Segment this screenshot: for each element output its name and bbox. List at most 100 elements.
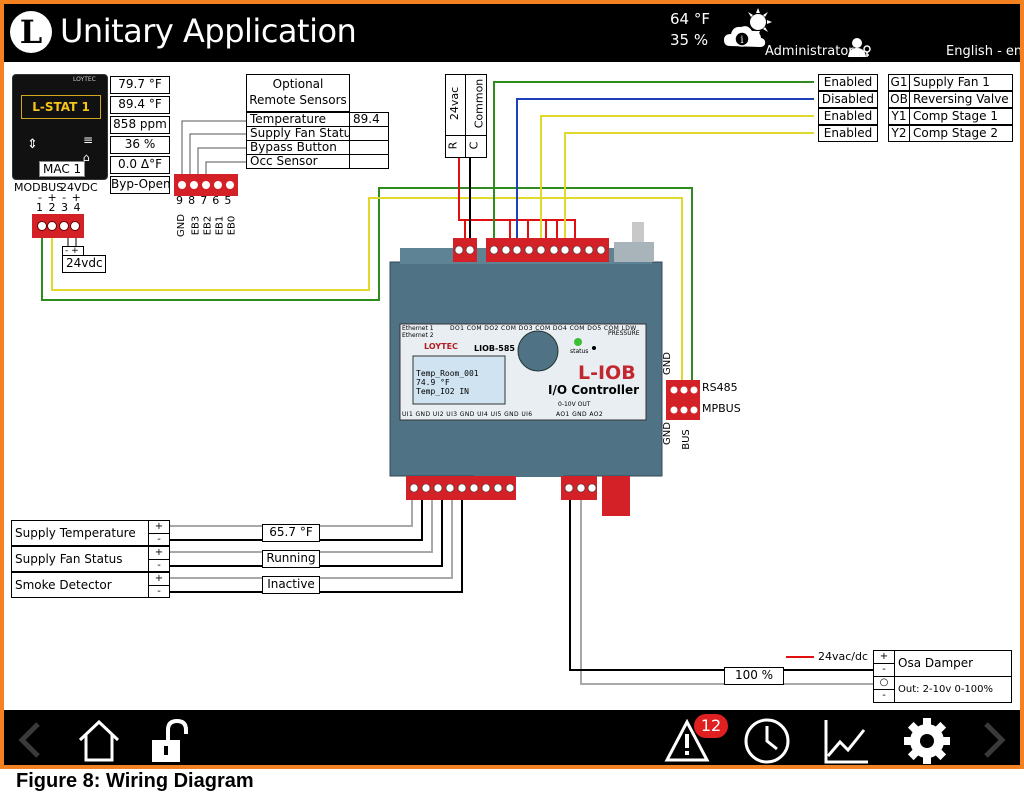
output-name: Supply Fan 1 — [909, 74, 1013, 91]
user-name[interactable]: Administrator — [765, 44, 854, 59]
sensor-value — [349, 154, 389, 169]
input-value: 65.7 °F — [262, 524, 320, 542]
controller-name: L-IOB — [578, 362, 636, 384]
app-frame: L Unitary Application 64 °F 35 % i Admin… — [0, 0, 1024, 769]
alarm-count-badge[interactable]: 12 — [694, 714, 728, 738]
bus-terminal-block — [666, 380, 700, 420]
wire-yellow-thermostat — [51, 197, 683, 382]
thermostat-value: Byp-Open — [110, 176, 171, 194]
controller-eth2: Ethernet 2 — [402, 332, 434, 339]
damper-circle: ○ — [873, 676, 895, 690]
controller-top-terms: DO1 COM DO2 COM DO3 COM DO4 COM DO5 COM … — [450, 325, 637, 332]
sensor-term-label: EB3 — [190, 215, 202, 236]
controller-model: LIOB-585 — [474, 344, 515, 353]
chevron-right-icon[interactable] — [980, 720, 1010, 760]
home-icon: ⌂ — [83, 151, 90, 164]
thermostat-device[interactable]: LOYTEC L-STAT 1 ⇕ ≡ ⌂ MAC 1 — [12, 74, 108, 180]
language-selector[interactable]: English - eng — [946, 44, 1024, 59]
remote-sensors-header: Optional Remote Sensors — [246, 74, 350, 112]
thermostat-terminal-block — [32, 214, 84, 238]
output-code: Y2 — [888, 125, 910, 142]
app-logo: L — [10, 11, 52, 53]
sensor-term-label: EB0 — [226, 215, 238, 236]
output-name: Comp Stage 1 — [909, 108, 1013, 125]
sensor-value: 89.4 — [349, 112, 389, 127]
wire-green-g1 — [493, 81, 814, 238]
chevron-left-icon[interactable] — [14, 720, 44, 760]
bus-gnd-bottom: GND — [661, 422, 673, 445]
input-sign: - — [148, 533, 170, 546]
controller-pressure-label: PRESSURE — [608, 330, 640, 337]
thermostat-term-numbers: 1 2 3 4 — [36, 201, 82, 214]
damper-value[interactable]: 100 % — [724, 667, 784, 685]
unlock-icon[interactable] — [148, 718, 194, 764]
input-sign: + — [148, 520, 170, 534]
user-settings-icon[interactable] — [848, 37, 872, 59]
bus-bus-label: BUS — [680, 429, 692, 450]
controller-status-label: status — [570, 348, 589, 355]
alarm-icon[interactable] — [664, 718, 710, 764]
input-value: Inactive — [262, 576, 320, 594]
page-title: Unitary Application — [60, 12, 357, 50]
damper-output: Out: 2-10v 0-100% — [894, 676, 1012, 703]
gear-icon[interactable] — [902, 716, 952, 766]
output-status[interactable]: Enabled — [818, 125, 878, 142]
controller-lcd-line: Temp_Room_001 — [416, 369, 479, 378]
thermostat-value: 0.0 Δ°F — [110, 156, 170, 174]
power-c-label: C — [467, 141, 481, 150]
remote-sensors-title-line1: Optional — [272, 77, 324, 91]
controller-subtitle: I/O Controller — [548, 383, 640, 397]
sensor-term-numbers: 9 8 7 6 5 — [176, 194, 233, 207]
input-sign: - — [148, 585, 170, 598]
controller-ao-terms: AO1 GND AO2 — [556, 411, 604, 418]
output-status[interactable]: Disabled — [818, 91, 878, 108]
clock-icon[interactable] — [742, 716, 792, 766]
home-icon[interactable] — [76, 718, 122, 764]
output-name: Comp Stage 2 — [909, 125, 1013, 142]
wiring-svg — [32, 81, 1010, 685]
top-bar: L Unitary Application 64 °F 35 % i Admin… — [4, 4, 1020, 62]
bus-rs485: RS485 — [702, 381, 738, 394]
sensor-name: Bypass Button — [246, 140, 350, 155]
controller-brand: LOYTEC — [424, 342, 458, 351]
power-common-label: Common — [472, 78, 486, 129]
damper-power: 24vac/dc — [818, 650, 869, 663]
svg-text:i: i — [740, 35, 743, 46]
input-sign: + — [148, 546, 170, 560]
trend-chart-icon[interactable] — [822, 716, 872, 766]
thermostat-value: 858 ppm — [110, 116, 170, 134]
output-status[interactable]: Enabled — [818, 108, 878, 125]
wire-gray-supply-temp — [169, 500, 413, 527]
supply-24vdc: 24vdc — [62, 255, 106, 273]
output-status[interactable]: Enabled — [818, 74, 878, 91]
sensor-terminal-block — [174, 174, 238, 196]
wire-green-thermostat — [41, 187, 693, 382]
wire-gray-fan-status — [169, 500, 433, 553]
weather-icon: i — [724, 8, 772, 47]
controller-ao-label: 0-10V OUT — [558, 401, 591, 408]
input-name: Supply Fan Status — [11, 546, 149, 572]
thermostat-value: 89.4 °F — [110, 96, 170, 114]
bus-mpbus: MPBUS — [702, 402, 741, 415]
sensor-name: Temperature — [246, 112, 350, 127]
power-box: 24vac Common R C — [445, 74, 487, 158]
wire-yellow-y1 — [540, 115, 814, 238]
input-sign: + — [148, 572, 170, 586]
input-name: Smoke Detector — [11, 572, 149, 598]
sensor-term-label: EB2 — [202, 215, 214, 236]
wiring-diagram: LOYTEC L-STAT 1 ⇕ ≡ ⌂ MAC 1 MODBUS 24VDC… — [4, 62, 1020, 710]
damper-sign: - — [873, 689, 895, 703]
controller-lcd-line: 74.9 °F — [416, 378, 450, 387]
wire-black-supply-temp — [169, 500, 423, 541]
wire-blue-ob — [516, 98, 814, 238]
thermostat-label: L-STAT 1 — [21, 95, 101, 119]
arrow-updown-icon: ⇕ — [27, 137, 38, 152]
input-name: Supply Temperature — [11, 520, 149, 546]
remote-sensors-title-line2: Remote Sensors — [249, 93, 347, 107]
figure-caption: Figure 8: Wiring Diagram — [16, 770, 254, 792]
sensor-name: Occ Sensor — [246, 154, 350, 169]
power-voltage-label: 24vac — [448, 86, 462, 121]
wire-black-damper — [569, 500, 874, 671]
sensor-value — [349, 126, 389, 141]
thermostat-bus-label: MODBUS — [14, 181, 64, 194]
